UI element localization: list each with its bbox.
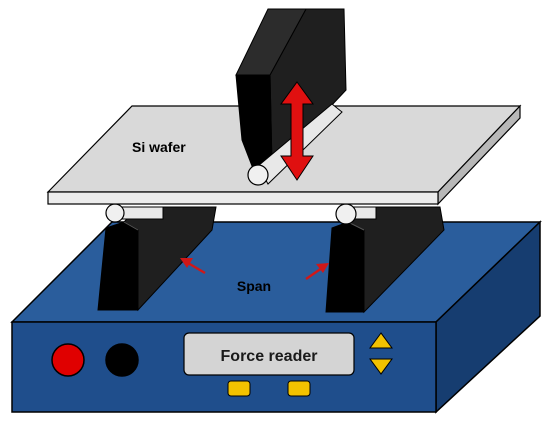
- tester-base: [10, 220, 542, 414]
- right-support-front: [325, 221, 365, 313]
- force-reader-label: Force reader: [221, 348, 318, 365]
- span-arrow-right-icon: [305, 263, 329, 280]
- double-vertical-arrow-icon: [280, 81, 314, 181]
- red-terminal: [51, 343, 85, 377]
- span-arrow-left-icon: [180, 258, 206, 275]
- si-wafer-label: Si wafer: [132, 139, 186, 155]
- span-label: Span: [237, 278, 271, 294]
- loading-nose-top: [235, 8, 307, 76]
- loading-roller: [247, 164, 269, 186]
- left-support-front: [97, 221, 139, 311]
- button-right[interactable]: [287, 380, 311, 397]
- black-terminal: [105, 343, 139, 377]
- button-left[interactable]: [227, 380, 251, 397]
- triangle-down-icon[interactable]: [369, 358, 393, 375]
- force-reader-display: [183, 332, 355, 376]
- left-roller: [105, 203, 164, 223]
- wafer-front: [47, 191, 439, 205]
- triangle-up-icon[interactable]: [369, 332, 393, 349]
